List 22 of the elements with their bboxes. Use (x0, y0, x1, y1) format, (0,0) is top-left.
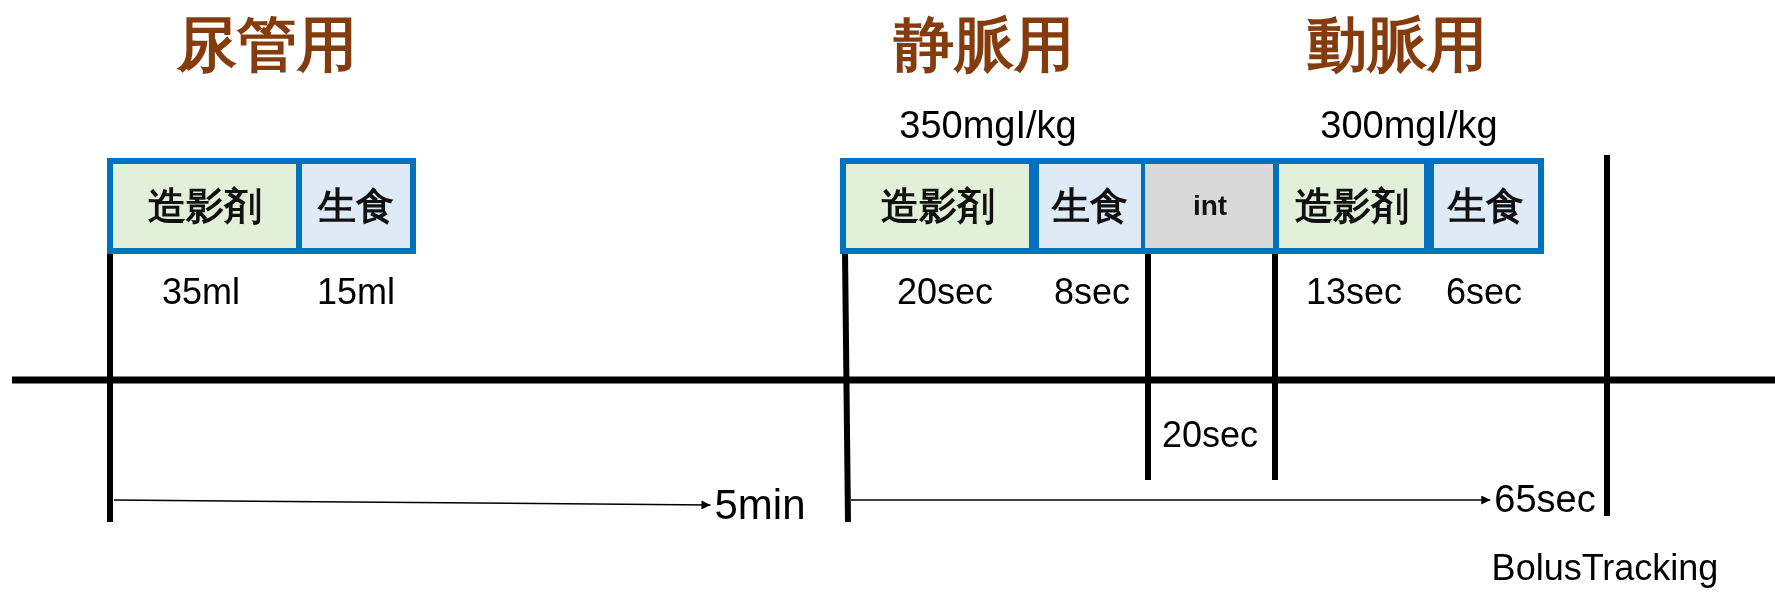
duration-label: 20sec (896, 272, 994, 312)
duration-label: 6sec (1446, 272, 1522, 312)
arrow (113, 499, 712, 510)
note-label: BolusTracking (1491, 548, 1719, 588)
arrow (850, 495, 1492, 505)
duration-label: 8sec (1054, 272, 1130, 312)
segment-box: 造影剤 (1273, 158, 1430, 254)
duration-label: 13sec (1305, 272, 1403, 312)
segment-box: int (1145, 158, 1275, 254)
dose-label: 350mgI/kg (899, 105, 1077, 147)
duration-label: 35ml (162, 272, 240, 312)
segment-box: 生食 (1428, 158, 1544, 254)
segment-box: 生食 (1033, 158, 1147, 254)
dose-label: 300mgI/kg (1320, 105, 1498, 147)
duration-label: 20sec (1161, 415, 1259, 455)
section-heading: 尿管用 (177, 12, 357, 78)
time-label: 65sec (1494, 479, 1596, 521)
section-heading: 動脈用 (1307, 12, 1487, 78)
segment-box: 造影剤 (840, 158, 1035, 254)
duration-label: 15ml (317, 272, 395, 312)
time-label: 5min (714, 481, 806, 529)
section-heading: 静脈用 (894, 12, 1074, 78)
